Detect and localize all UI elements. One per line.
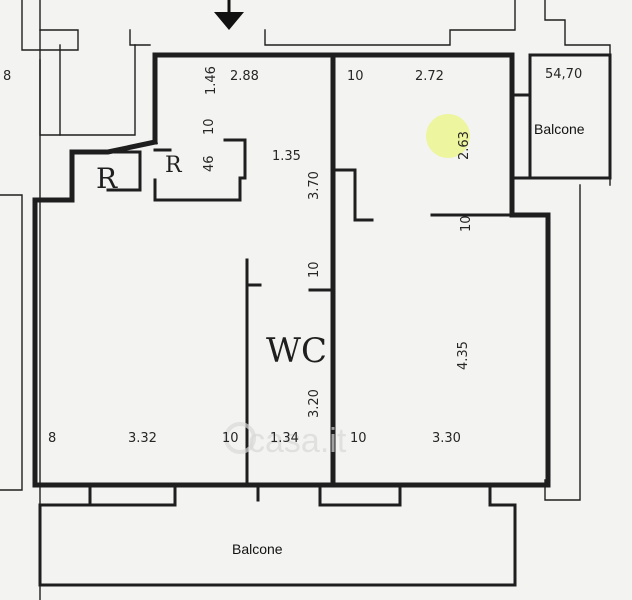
r-label-small: R [165,153,183,178]
interior-walls [106,138,514,487]
dim-4-35: 4.35 [456,341,471,370]
highlight-marker [426,114,470,158]
dim-1-35: 1.35 [272,149,301,164]
wc-label: WC [266,331,327,371]
r-label-left: R [96,162,118,195]
balcone-bottom-label: Balcone [232,541,283,557]
dim-3-32: 3.32 [128,431,157,446]
dim-3-70: 3.70 [307,171,322,200]
dim-10-d: 10 [307,261,322,278]
balcony-right [510,53,612,180]
dim-8-edge: 8 [3,69,11,84]
dim-3-30: 3.30 [432,431,461,446]
dim-2-63: 2.63 [457,131,472,160]
dim-10-c: 10 [459,215,474,232]
watermark-text: casa.it [248,422,347,460]
room-labels: WC R R 54,70 Balcone Balcone [96,67,585,557]
dimension-labels: 1.46 2.88 10 2.72 10 46 1.35 3.70 2.63 1… [3,66,474,446]
balcone-dim-label: 54,70 [545,67,582,82]
dim-10-b: 10 [202,118,217,135]
dim-2-88: 2.88 [230,69,259,84]
dim-1-34: 1.34 [270,431,299,446]
balcone-right-label: Balcone [534,121,585,137]
dim-10-a: 10 [347,69,364,84]
watermark-logo-icon [224,422,256,454]
dim-3-20: 3.20 [307,389,322,418]
dim-2-72: 2.72 [415,69,444,84]
dim-8: 8 [48,431,56,446]
entrance-arrow-icon [214,0,244,30]
main-walls [32,52,551,488]
outer-building-lines [0,0,611,600]
dim-46: 46 [202,155,217,172]
dim-1-46: 1.46 [204,66,219,95]
dim-10-f: 10 [350,431,367,446]
balcony-bottom [38,483,517,587]
dim-10-e: 10 [222,431,239,446]
